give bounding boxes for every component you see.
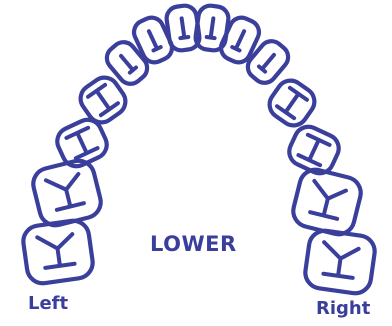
tooth-left-1	[21, 219, 94, 286]
tooth-fissure-right-4	[277, 88, 307, 118]
tooth-right-2	[290, 166, 364, 237]
tooth-fissure-left-4	[88, 85, 118, 115]
tooth-fissure-right-7	[207, 18, 218, 38]
tooth-fissure-right-1	[320, 242, 359, 278]
tooth-right-4	[264, 75, 320, 131]
tooth-right-1	[303, 229, 376, 296]
tooth-fissure-left-1	[37, 232, 76, 268]
tooth-fissure-right-6	[232, 30, 247, 51]
tooth-left-5	[102, 37, 152, 88]
tooth-fissure-left-7	[178, 18, 189, 38]
tooth-fissure-right-3	[298, 135, 329, 165]
tooth-fissure-left-6	[145, 30, 160, 51]
tooth-fissure-left-5	[118, 53, 136, 72]
side-label-left: Left	[28, 293, 68, 314]
tooth-left-2	[30, 157, 104, 228]
tooth-fissure-right-5	[259, 52, 277, 71]
tooth-fissure-left-3	[66, 128, 97, 158]
arch-label-lower: LOWER	[150, 232, 237, 256]
side-label-right: Right	[316, 298, 370, 319]
tooth-fissure-right-2	[307, 181, 347, 219]
tooth-fissure-left-2	[46, 172, 86, 210]
